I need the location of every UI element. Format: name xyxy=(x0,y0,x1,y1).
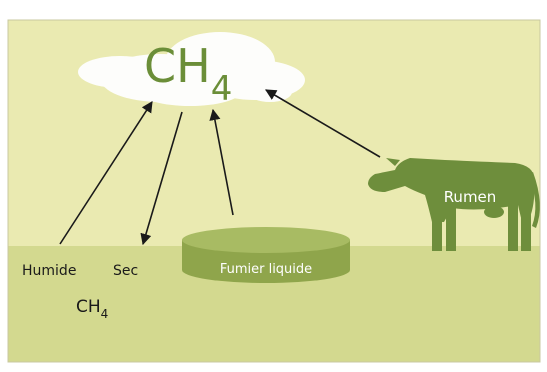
cloud-formula-main: CH xyxy=(144,39,211,93)
liquid-manure-label: Fumier liquide xyxy=(220,262,312,277)
cloud-formula-subscript: 4 xyxy=(211,69,233,109)
liquid-manure-tank: Fumier liquide xyxy=(182,227,350,283)
wet-label: Humide xyxy=(22,263,76,279)
ground-formula-main: CH xyxy=(76,297,101,317)
rumen-label: Rumen xyxy=(444,188,497,206)
sky xyxy=(8,20,540,248)
ground-formula-subscript: 4 xyxy=(101,307,109,321)
dry-label: Sec xyxy=(113,263,138,279)
